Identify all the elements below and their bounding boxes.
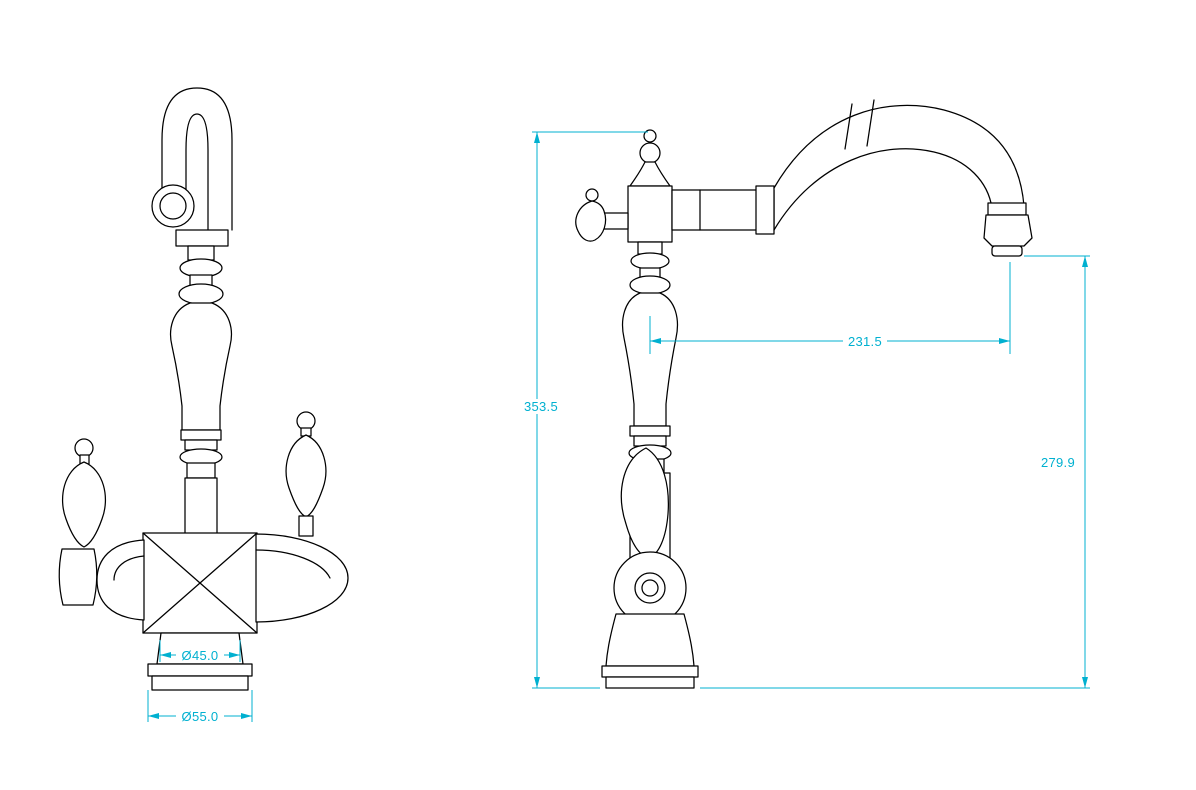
side-lever — [575, 188, 629, 242]
front-column — [169, 229, 233, 537]
side-finial — [627, 129, 673, 243]
side-base — [601, 613, 699, 689]
side-view — [575, 99, 1033, 689]
spout-nozzle — [983, 202, 1033, 257]
front-spout — [151, 87, 233, 231]
dimension-spout-reach: 231.5 — [649, 262, 1011, 354]
front-valve-body — [96, 532, 349, 634]
front-view — [58, 87, 349, 691]
dimension-label: Ø55.0 — [182, 709, 219, 724]
side-spout — [671, 99, 1033, 257]
side-valve-boss — [613, 551, 687, 625]
dimension-overall-height: 353.5 — [519, 131, 648, 689]
dimension-label: Ø45.0 — [182, 648, 219, 663]
dimension-base-bottom-diameter: Ø55.0 — [147, 690, 253, 724]
dimension-spout-outlet-height: 279.9 — [700, 255, 1090, 689]
dimension-label: 279.9 — [1041, 455, 1075, 470]
front-left-handle — [58, 438, 106, 606]
dimension-label: 353.5 — [524, 399, 558, 414]
dimension-label: 231.5 — [848, 334, 882, 349]
dimension-base-top-diameter: Ø45.0 — [159, 640, 241, 663]
front-right-handle — [285, 411, 327, 537]
